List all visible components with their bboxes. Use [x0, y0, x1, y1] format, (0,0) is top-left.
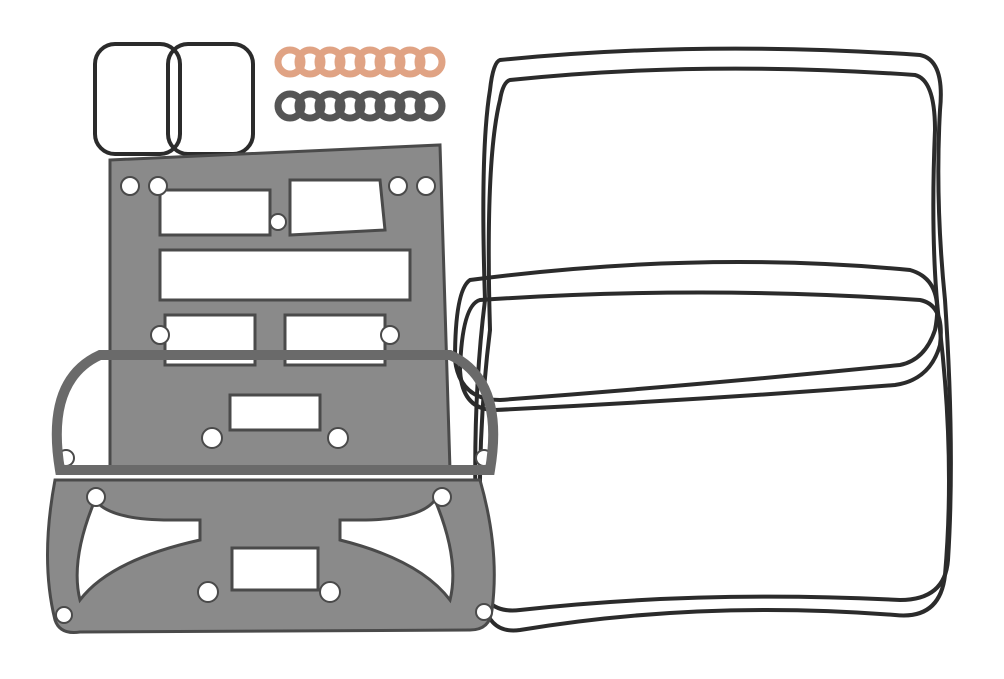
dark-washers [274, 90, 446, 122]
large-o-rings [452, 46, 953, 633]
dark-washer [274, 90, 306, 122]
copper-washer [334, 46, 366, 78]
rocker-gasket-lower [46, 478, 496, 634]
copper-washer [414, 46, 446, 78]
dark-washer [314, 90, 346, 122]
copper-washers [274, 46, 446, 78]
o-ring-2 [477, 66, 951, 633]
copper-washer [354, 46, 386, 78]
copper-washer [394, 46, 426, 78]
copper-washer [314, 46, 346, 78]
dark-washer [414, 90, 446, 122]
copper-washer [374, 46, 406, 78]
dark-washer [294, 90, 326, 122]
dark-washer [394, 90, 426, 122]
dark-washer [334, 90, 366, 122]
small-o-ring-1 [93, 42, 182, 156]
dark-washer [354, 90, 386, 122]
rocker-gasket-upper [51, 143, 499, 475]
o-ring-4 [457, 290, 943, 413]
dark-washer [374, 90, 406, 122]
copper-washer [294, 46, 326, 78]
copper-washer [274, 46, 306, 78]
